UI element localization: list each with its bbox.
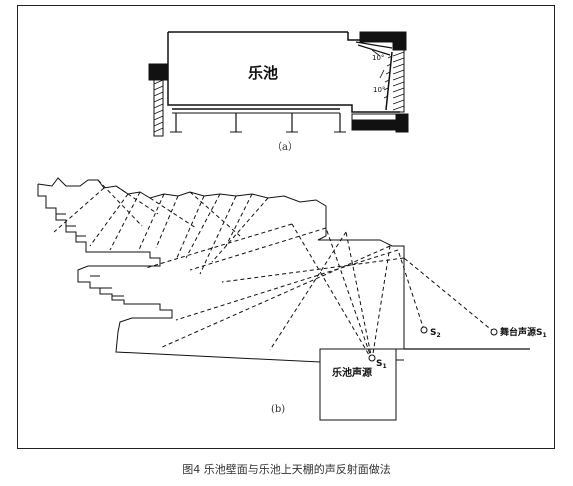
reflection-rays [53,179,495,361]
stage-source-label: 舞台声源S1 [500,326,547,339]
figure-frame [17,5,555,449]
s2-marker [420,326,428,334]
panel-a-label: （a） [272,141,298,153]
panel-a-angle-top: 10° [372,54,384,62]
panel-a-pit-label: 乐池 [248,64,278,82]
pit-source-point-label: S1 [376,359,387,370]
pit-source-label: 乐池声源 [332,366,372,379]
panel-b-hall-outline [37,177,530,421]
s2-label: S2 [430,328,441,339]
panel-a-section [148,31,409,137]
figure-caption: 图4 乐池壁面与乐池上天棚的声反射面做法 [182,463,391,476]
stage-source-marker [490,328,498,336]
panel-a-angle-bottom: 10° [373,86,385,94]
pit-source-marker [368,354,376,362]
panel-b-label: (b) [271,404,285,415]
